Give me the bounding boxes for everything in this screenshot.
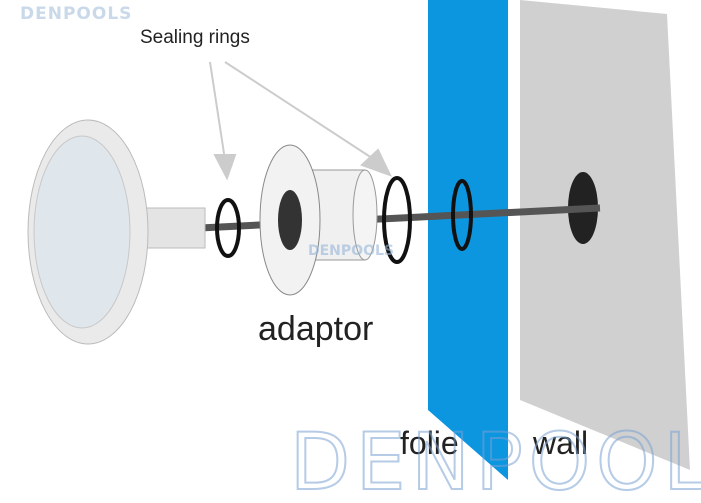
- pointer-arrows: [209, 61, 392, 181]
- wall-label: wall: [533, 425, 589, 461]
- sealing-ring-1: [215, 198, 241, 258]
- sealing-rings-label: Sealing rings: [140, 27, 250, 48]
- pool-lamp: [27, 119, 206, 345]
- adaptor-label: adaptor: [258, 310, 374, 348]
- watermark-logo-small: DENPOOLS: [20, 4, 133, 24]
- folie-label: folie: [400, 425, 459, 461]
- sealing-ring-2: [382, 176, 412, 264]
- watermark-logo-mid: DENPOOLS: [308, 243, 394, 259]
- watermark-logo-large: DENPOOLS: [289, 417, 701, 503]
- wall-panel: [520, 0, 690, 470]
- sealing-ring-3: [451, 179, 473, 251]
- adaptor-part: [259, 144, 378, 296]
